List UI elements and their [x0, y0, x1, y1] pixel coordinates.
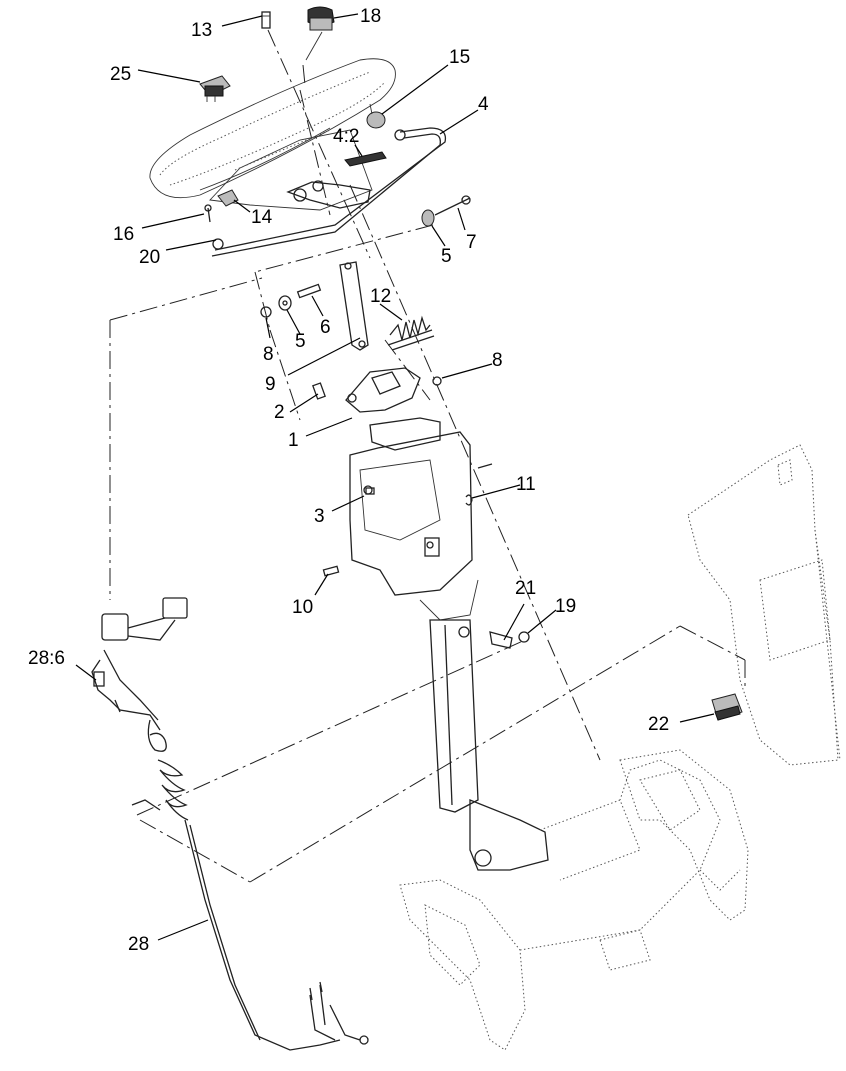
part-11-clip	[465, 494, 473, 506]
part-6-pin	[296, 283, 322, 299]
callout-4-2: 4:2	[333, 126, 359, 147]
leader-lines	[75, 13, 715, 941]
callout-20: 20	[139, 247, 160, 268]
part-28-wire-harness	[91, 597, 369, 1051]
part-18-switch	[305, 6, 335, 61]
steering-column	[349, 417, 549, 871]
callout-5-upper: 5	[441, 246, 452, 267]
part-5-washer-upper	[421, 209, 435, 227]
part-25-switch	[199, 75, 231, 102]
part-5-washer-lower	[278, 295, 292, 311]
callout-25: 25	[110, 64, 131, 85]
part-16-screw	[204, 204, 212, 223]
callout-8-right: 8	[492, 350, 503, 371]
steering-wheel	[149, 58, 396, 211]
part-12-spring	[387, 315, 435, 351]
callout-21: 21	[515, 578, 536, 599]
wheel-bracket	[286, 180, 371, 209]
callout-1: 1	[288, 430, 299, 451]
callout-2: 2	[274, 402, 285, 423]
part-19-nut	[518, 631, 530, 643]
callout-22: 22	[648, 714, 669, 735]
callout-14: 14	[251, 207, 273, 228]
callout-15: 15	[449, 47, 470, 68]
callout-12: 12	[370, 286, 391, 307]
callout-3: 3	[314, 506, 325, 527]
callout-8-left: 8	[263, 344, 274, 365]
callout-11: 11	[516, 474, 536, 495]
part-8-nut-left	[260, 306, 272, 318]
part-8-nut-right	[432, 376, 442, 386]
callout-10: 10	[292, 597, 313, 618]
assembly-lines	[109, 29, 746, 883]
callout-labels: 13 18 25 15 4 4:2 16 14 20 5 7 12 8 5 6 …	[28, 6, 669, 955]
part-21-clamp	[458, 626, 513, 649]
callout-28: 28	[128, 934, 149, 955]
part-1-bracket	[345, 367, 421, 413]
part-3-nut	[363, 485, 373, 495]
callout-9: 9	[265, 374, 276, 395]
part-14-clip	[217, 189, 239, 207]
callout-19: 19	[555, 596, 576, 617]
part-4-2-plate	[344, 151, 387, 167]
callout-16: 16	[113, 224, 134, 245]
callout-28-6: 28:6	[28, 648, 65, 669]
part-7-bolt	[434, 195, 471, 216]
front-axle	[399, 749, 749, 1051]
part-10-pin	[322, 565, 340, 577]
callout-13: 13	[191, 20, 212, 41]
part-4-handle	[211, 127, 447, 257]
callout-4: 4	[478, 94, 489, 115]
callout-18: 18	[360, 6, 381, 27]
callout-7: 7	[466, 232, 477, 253]
part-9-link	[339, 261, 369, 351]
part-15-knob	[366, 103, 386, 129]
part-2-screw	[312, 382, 326, 400]
side-panel	[687, 444, 841, 766]
part-22-connector	[711, 693, 743, 721]
callout-6: 6	[320, 317, 331, 338]
part-13-bolt	[261, 11, 271, 29]
callout-5-lower: 5	[295, 331, 306, 352]
